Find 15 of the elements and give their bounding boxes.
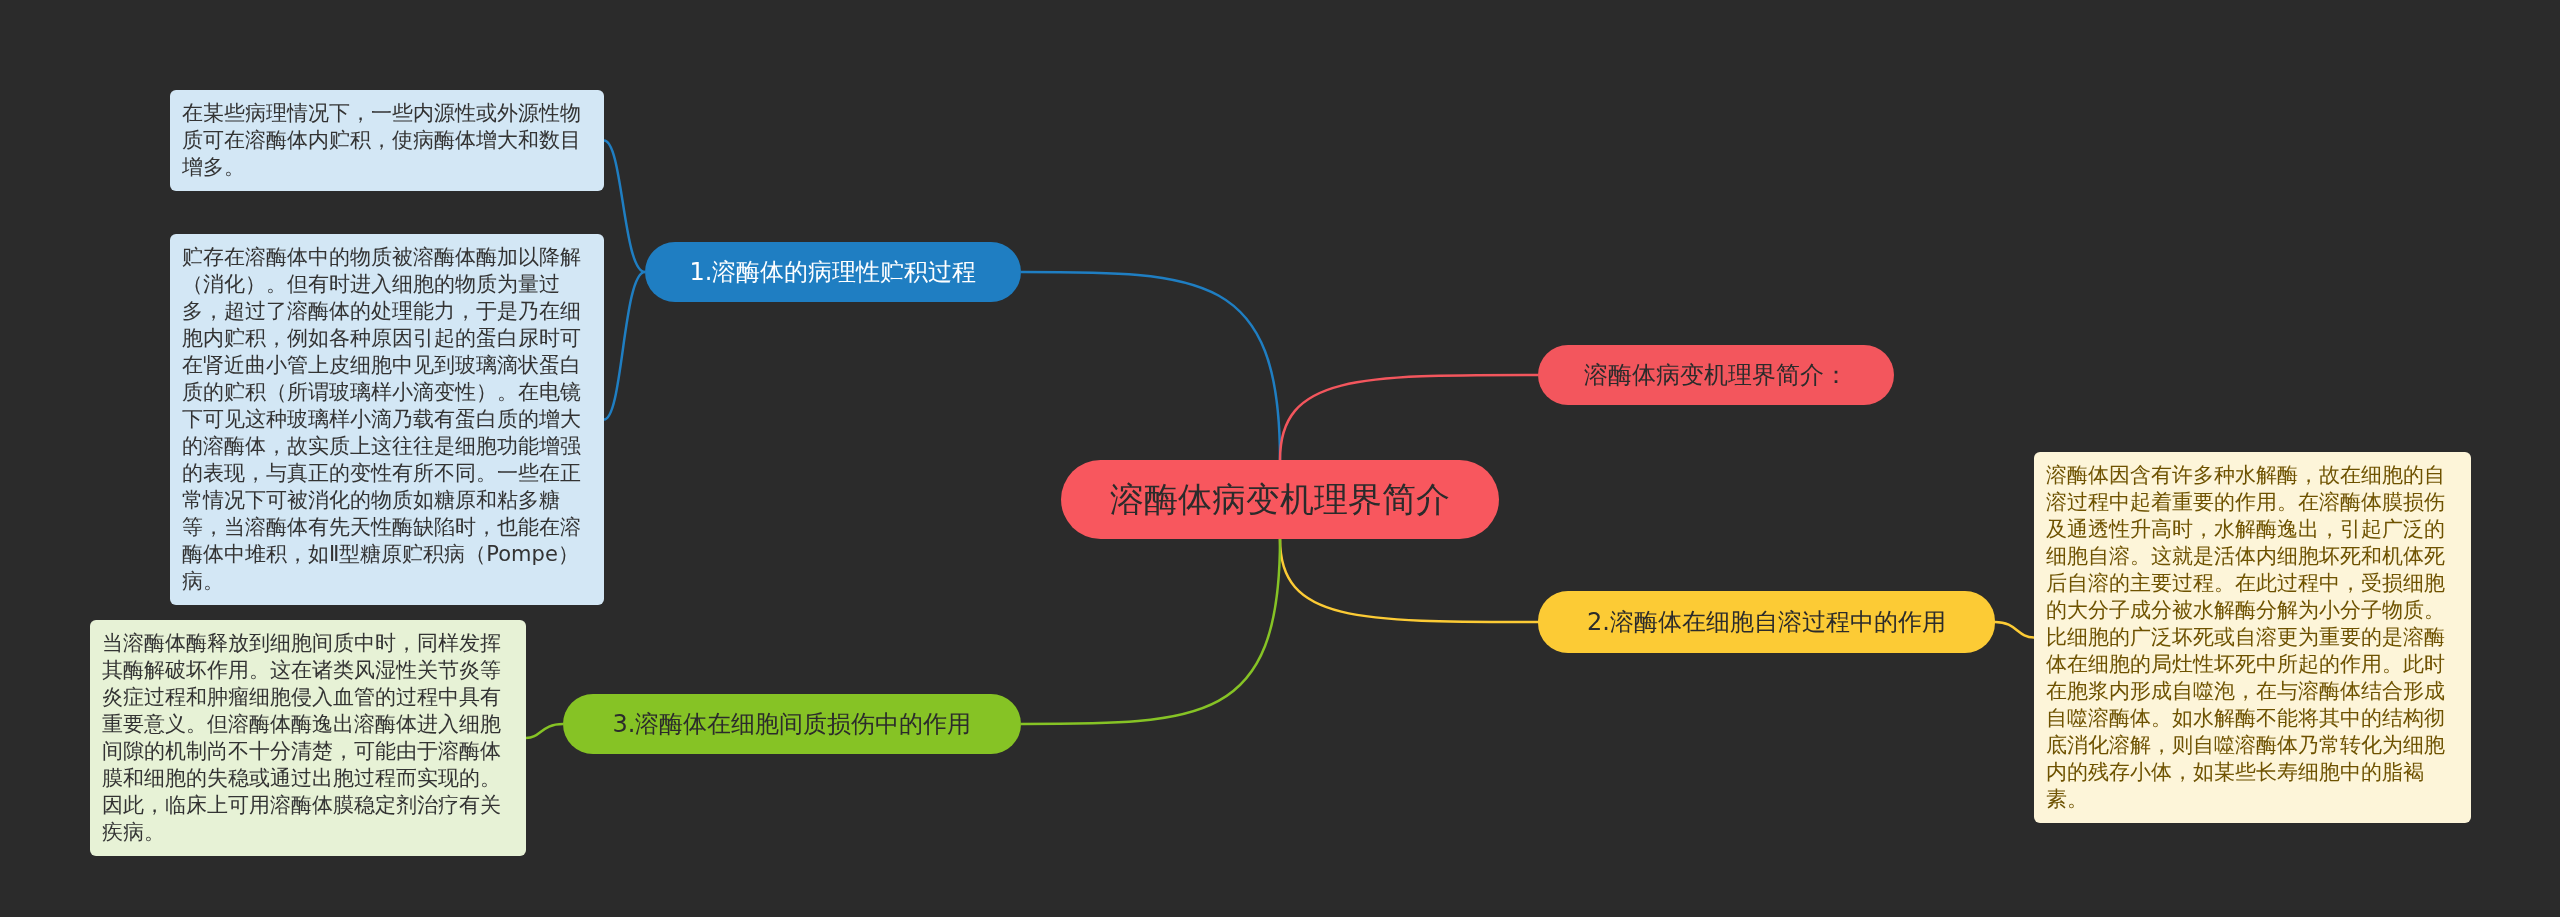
branch-pill: 2.溶酶体在细胞自溶过程中的作用 — [1538, 591, 1995, 653]
branch-pill: 3.溶酶体在细胞间质损伤中的作用 — [563, 694, 1021, 754]
note-card: 溶酶体因含有许多种水解酶，故在细胞的自溶过程中起着重要的作用。在溶酶体膜损伤及通透性升高时，水解酶逸出，引起广泛的细胞自溶。这就是活体内细胞坏死和机体死后自溶的主要过程。在此过程中，受损细胞的大分子成分被水解酶分解为小分子物质。比细胞的广泛坏死或自溶更为重要的是溶酶体在细胞的局灶性坏死中所起的作用。此时在胞浆内形成自噬泡，在与溶酶体结合形成自噬溶酶体。如水解酶不能将其中的结构彻底消化溶解，则自噬溶酶体乃常转化为细胞内的残存小体，如某些长寿细胞中的脂褐素。 — [2034, 452, 2471, 823]
note-card: 贮存在溶酶体中的物质被溶酶体酶加以降解（消化）。但有时进入细胞的物质为量过多，超过了溶酶体的处理能力，于是乃在细胞内贮积，例如各种原因引起的蛋白尿时可在肾近曲小管上皮细胞中见到玻璃滴状蛋白质的贮积（所谓玻璃样小滴变性）。在电镜下可见这种玻璃样小滴乃载有蛋白质的增大的溶酶体，故实质上这往往是细胞功能增强的表现，与真正的变性有所不同。一些在正常情况下可被消化的物质如糖原和粘多糖等，当溶酶体有先天性酶缺陷时，也能在溶酶体中堆积，如Ⅱ型糖原贮积病（Pompe）病。 — [170, 234, 604, 605]
branch-pill: 1.溶酶体的病理性贮积过程 — [645, 242, 1021, 302]
note-card: 在某些病理情况下，一些内源性或外源性物质可在溶酶体内贮积，使病酶体增大和数目增多。 — [170, 90, 604, 191]
connector-line — [1021, 538, 1282, 726]
connector-line — [603, 139, 646, 274]
connector-line — [1994, 620, 2035, 639]
connector-line — [603, 270, 646, 421]
connector-line — [1278, 373, 1538, 461]
branch-pill: 溶酶体病变机理界简介： — [1538, 345, 1894, 405]
topic-pill: 溶酶体病变机理界简介 — [1061, 460, 1499, 539]
note-card: 当溶酶体酶释放到细胞间质中时，同样发挥其酶解破坏作用。这在诸类风湿性关节炎等炎症过程和肿瘤细胞侵入血管的过程中具有重要意义。但溶酶体酶逸出溶酶体进入细胞间隙的机制尚不十分清楚，可能由于溶酶体膜和细胞的失稳或通过出胞过程而实现的。因此，临床上可用溶酶体膜稳定剂治疗有关疾病。 — [90, 620, 526, 856]
connector-line — [525, 722, 564, 740]
